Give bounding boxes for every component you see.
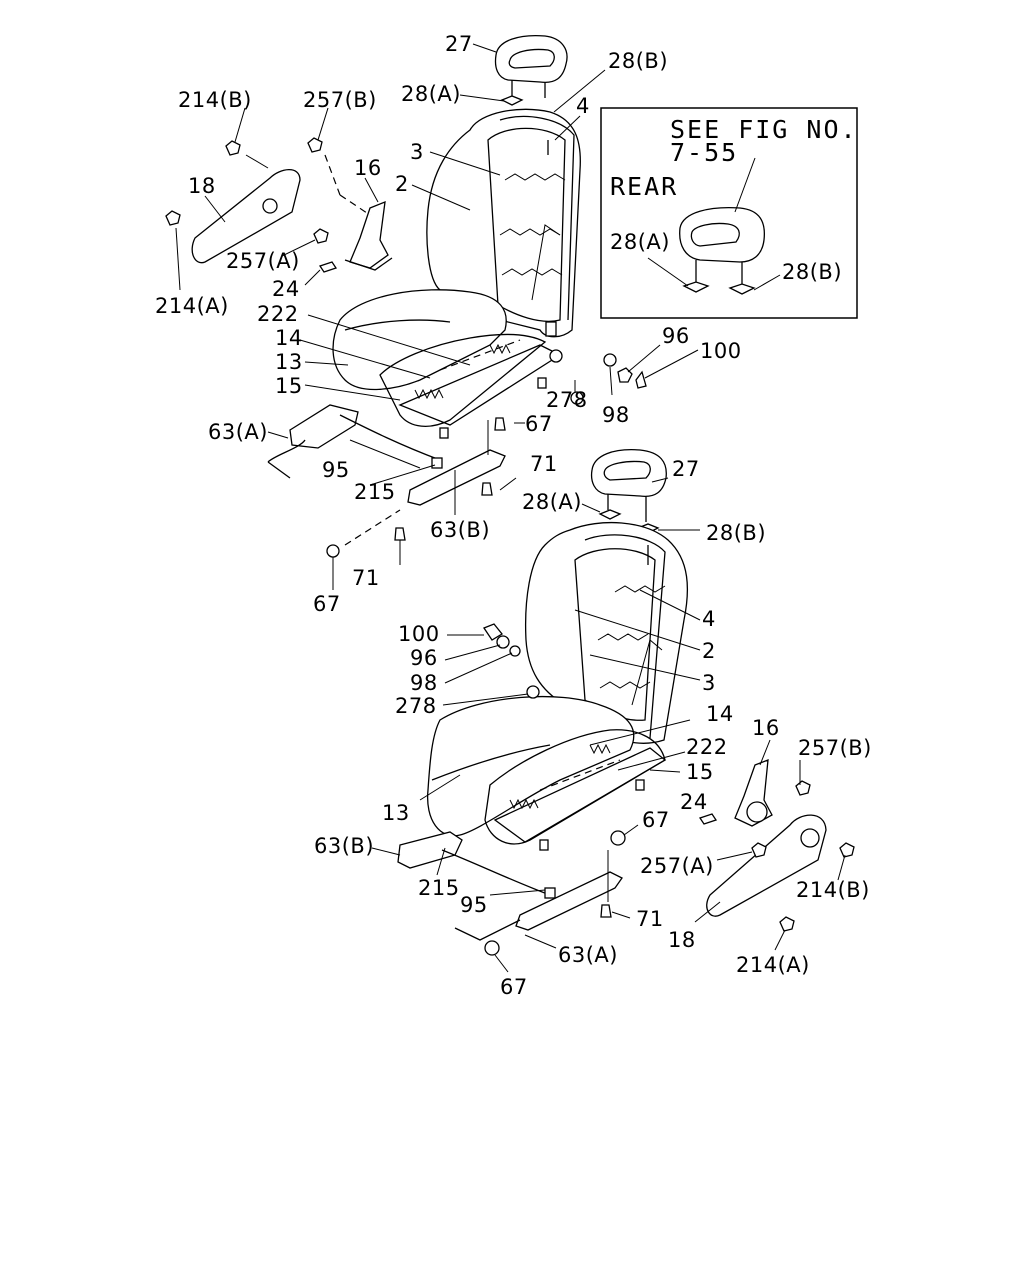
label-63b-lower: 63(B) [314, 834, 375, 858]
label-16-lower: 16 [752, 716, 780, 740]
upper-recliner-cover [191, 168, 301, 264]
label-71-lower: 71 [636, 907, 664, 931]
lower-seatback [525, 522, 688, 744]
label-257b-lower: 257(B) [798, 736, 872, 760]
label-18-upper: 18 [188, 174, 216, 198]
label-214b-upper: 214(B) [178, 88, 252, 112]
label-24-lower: 24 [680, 790, 708, 814]
label-214b-lower: 214(B) [796, 878, 870, 902]
label-96-upper: 96 [662, 324, 690, 348]
label-18-lower: 18 [668, 928, 696, 952]
label-16-upper: 16 [354, 156, 382, 180]
label-96-lower: 96 [410, 646, 438, 670]
inset-label-28b: 28(B) [782, 260, 843, 284]
upper-recliner-bracket [344, 200, 393, 271]
lower-slide-rails [397, 831, 623, 941]
label-2-upper: 2 [395, 172, 409, 196]
label-24-upper: 24 [272, 277, 300, 301]
label-4-upper: 4 [576, 94, 590, 118]
label-2-lower: 2 [702, 639, 716, 663]
inset-rear-label: REAR [610, 172, 679, 201]
label-278-upper: 278 [546, 388, 588, 412]
upper-seat-cushion [332, 289, 547, 427]
label-63a-upper: 63(A) [208, 420, 268, 444]
label-27-lower: 27 [672, 457, 700, 481]
upper-screws [165, 137, 647, 558]
upper-slide-rails [267, 404, 506, 506]
lower-leader-lines [371, 477, 846, 973]
label-98-lower: 98 [410, 671, 438, 695]
label-4-lower: 4 [702, 607, 716, 631]
label-28b-upper: 28(B) [608, 49, 669, 73]
label-215-upper: 215 [354, 480, 396, 504]
label-214a-upper: 214(A) [155, 294, 229, 318]
lower-recliner-cover [706, 814, 827, 917]
lower-seat-frame [493, 743, 667, 851]
label-67-lower-a: 67 [642, 808, 670, 832]
label-100-lower: 100 [398, 622, 440, 646]
upper-leader-lines [175, 43, 699, 590]
label-63b-upper: 63(B) [430, 518, 491, 542]
label-257a-upper: 257(A) [226, 249, 300, 273]
inset-box [600, 107, 858, 319]
inset-see-fig-line1: SEE FIG NO. [670, 115, 858, 144]
lower-recliner-bracket [734, 759, 773, 827]
label-13-lower: 13 [382, 801, 410, 825]
label-67-lower-b: 67 [500, 975, 528, 999]
label-215-lower: 215 [418, 876, 460, 900]
inset-label-28a: 28(A) [610, 230, 670, 254]
upper-seatback [426, 108, 581, 338]
label-67-upper-a: 67 [525, 412, 553, 436]
label-15-upper: 15 [275, 374, 303, 398]
label-71-upper-a: 71 [530, 452, 558, 476]
lower-headrest [590, 449, 667, 534]
label-15-lower: 15 [686, 760, 714, 784]
lower-screws [483, 623, 855, 956]
label-63a-lower: 63(A) [558, 943, 618, 967]
label-3-lower: 3 [702, 671, 716, 695]
label-95-upper: 95 [322, 458, 350, 482]
label-214a-lower: 214(A) [736, 953, 810, 977]
label-27-upper: 27 [445, 32, 473, 56]
upper-seat-frame [398, 339, 563, 439]
label-28b-lower: 28(B) [706, 521, 767, 545]
label-13-upper: 13 [275, 350, 303, 374]
label-278-lower: 278 [395, 694, 437, 718]
label-95-lower: 95 [460, 893, 488, 917]
label-222-lower: 222 [686, 735, 728, 759]
label-14-lower: 14 [706, 702, 734, 726]
lower-seat-cushion [426, 695, 666, 845]
inset-see-fig-line2: 7-55 [670, 138, 739, 167]
label-257b-upper: 257(B) [303, 88, 377, 112]
label-71-upper-b: 71 [352, 566, 380, 590]
label-67-upper-b: 67 [313, 592, 341, 616]
label-28a-upper: 28(A) [401, 82, 461, 106]
label-100-upper: 100 [700, 339, 742, 363]
label-28a-lower: 28(A) [522, 490, 582, 514]
upper-headrest [494, 34, 568, 98]
label-257a-lower: 257(A) [640, 854, 714, 878]
label-3-upper: 3 [410, 140, 424, 164]
label-98-upper: 98 [602, 403, 630, 427]
label-222-upper: 222 [257, 302, 299, 326]
label-14-upper: 14 [275, 326, 303, 350]
